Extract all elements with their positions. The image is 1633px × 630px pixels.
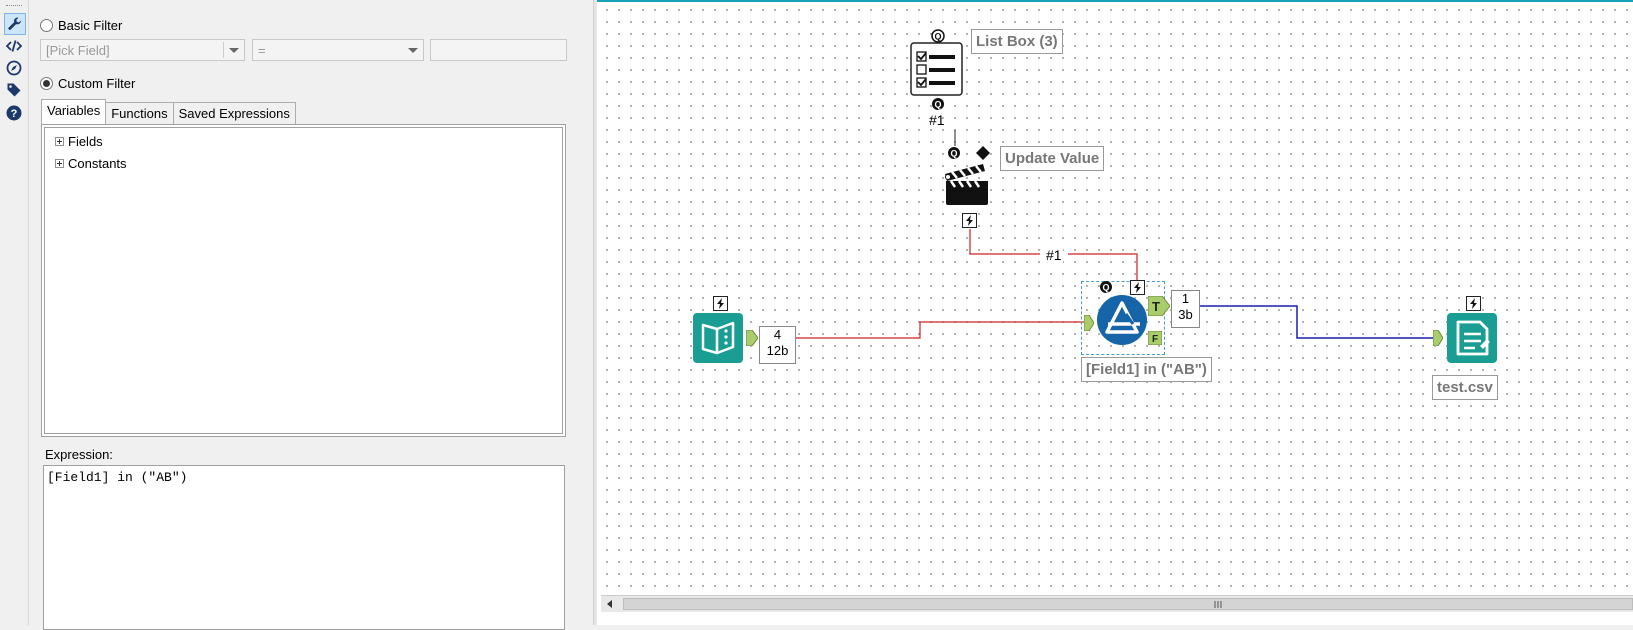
filter-false-anchor[interactable]: F (1147, 330, 1163, 348)
book-icon (693, 313, 743, 363)
filter-to-output-connection (1198, 305, 1433, 339)
filter-record-count: 1 3b (1171, 290, 1200, 328)
input-event-anchor[interactable] (713, 296, 728, 314)
help-button[interactable]: ? (4, 103, 24, 123)
toolbar-grip (6, 5, 22, 8)
q-anchor-text: Q (950, 149, 957, 159)
expression-tabs: Variables Functions Saved Expressions (41, 98, 296, 126)
filter-size-value: 3b (1178, 307, 1193, 322)
code-button[interactable] (4, 36, 24, 56)
custom-filter-label: Custom Filter (58, 76, 136, 91)
filter-label[interactable]: [Field1] in ("AB") (1081, 357, 1212, 382)
filter-event-anchor[interactable] (1130, 280, 1145, 298)
connection-label: #1 (1045, 247, 1063, 263)
tree-item-label: Constants (68, 156, 127, 171)
list-box-label[interactable]: List Box (3) (971, 29, 1063, 54)
input-size-value: 12b (766, 343, 789, 358)
left-toolbar: ? (0, 0, 29, 625)
code-icon (6, 40, 22, 52)
list-box-output-label: #1 (929, 112, 945, 128)
tab-variables[interactable]: Variables (41, 99, 107, 126)
list-box-icon (910, 42, 963, 96)
compass-icon (6, 60, 22, 76)
custom-filter-option[interactable]: Custom Filter (40, 76, 135, 91)
help-icon: ? (6, 105, 22, 121)
operator-value: = (258, 43, 266, 58)
update-value-label[interactable]: Update Value (1000, 146, 1105, 171)
basic-filter-radio[interactable] (40, 19, 53, 32)
chevron-down-icon (408, 48, 418, 53)
tree-item-label: Fields (68, 134, 103, 149)
chevron-down-icon (229, 48, 239, 53)
scroll-left-icon[interactable] (607, 600, 612, 608)
tag-button[interactable] (4, 80, 24, 100)
output-label[interactable]: test.csv (1432, 375, 1498, 400)
filter-question-anchor[interactable]: Q (1099, 280, 1113, 297)
input-to-filter-connection (795, 321, 1085, 339)
tab-saved-expressions[interactable]: Saved Expressions (172, 102, 296, 125)
clapperboard-icon (945, 164, 988, 205)
annotation-button[interactable] (4, 58, 24, 78)
output-icon (1447, 313, 1497, 363)
expand-icon[interactable] (55, 159, 64, 168)
tab-functions[interactable]: Functions (105, 102, 174, 125)
tree-item-fields[interactable]: Fields (55, 134, 103, 149)
pick-field-dropdown[interactable]: [Pick Field] (40, 39, 245, 61)
configuration-button[interactable] (4, 13, 26, 35)
input-record-count: 4 12b (759, 326, 796, 364)
q-anchor-text: Q (934, 32, 941, 42)
basic-filter-label: Basic Filter (58, 18, 123, 33)
output-input-anchor[interactable] (1432, 329, 1444, 349)
variables-tree: Fields Constants (41, 124, 566, 437)
q-anchor-text: Q (1102, 283, 1109, 293)
filter-count-value: 1 (1181, 291, 1190, 306)
update-value-connection (969, 229, 1138, 281)
filter-value-input[interactable] (430, 39, 567, 61)
expression-label: Expression: (45, 447, 113, 462)
panel-splitter[interactable] (593, 0, 598, 625)
output-event-anchor[interactable] (1466, 296, 1481, 314)
svg-text:?: ? (11, 108, 18, 120)
false-anchor-text: F (1152, 334, 1158, 345)
canvas-bottom (597, 612, 1633, 625)
update-value-diamond (975, 145, 991, 164)
expand-icon[interactable] (55, 137, 64, 146)
q-anchor-text: Q (934, 100, 941, 110)
wrench-icon (8, 17, 21, 30)
input-count-value: 4 (773, 327, 782, 342)
true-anchor-text: T (1152, 299, 1160, 314)
filter-icon (1097, 295, 1147, 345)
tree-frame: Fields Constants (44, 127, 563, 434)
list-box-output-anchor[interactable]: Q (931, 97, 945, 114)
update-value-tool[interactable] (943, 160, 991, 209)
dropdown-separator (223, 42, 224, 58)
input-tool[interactable] (693, 313, 743, 366)
scrollbar-thumb[interactable] (623, 598, 1633, 610)
filter-tool[interactable] (1096, 294, 1148, 349)
filter-true-anchor[interactable]: T (1147, 295, 1171, 319)
update-value-output-anchor[interactable] (962, 213, 977, 231)
tag-icon (7, 83, 21, 97)
expression-editor[interactable]: [Field1] in ("AB") (43, 465, 565, 630)
list-box-tool[interactable] (910, 42, 964, 99)
output-tool[interactable] (1447, 313, 1497, 366)
input-output-anchor[interactable] (745, 329, 759, 349)
horizontal-scrollbar[interactable] (601, 595, 1633, 613)
tree-item-constants[interactable]: Constants (55, 156, 127, 171)
custom-filter-radio[interactable] (40, 77, 53, 90)
operator-dropdown[interactable]: = (252, 39, 424, 61)
update-value-question-anchor[interactable]: Q (947, 146, 961, 163)
grip-icon (1214, 601, 1222, 608)
pick-field-value: [Pick Field] (46, 43, 110, 58)
canvas-top-border (597, 0, 1633, 2)
filter-selection-box (1081, 281, 1165, 355)
filter-input-anchor[interactable] (1083, 314, 1095, 334)
basic-filter-option[interactable]: Basic Filter (40, 18, 122, 33)
list-box-question-anchor[interactable]: Q (931, 29, 945, 46)
